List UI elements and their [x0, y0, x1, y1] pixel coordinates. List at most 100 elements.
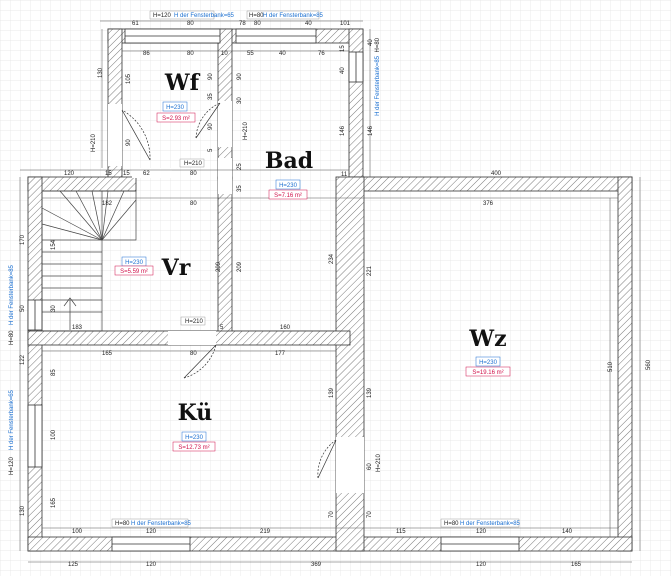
dim-label: 76 — [318, 51, 325, 57]
dim-label: 80 — [190, 351, 197, 357]
dim-label: 165 — [571, 562, 582, 568]
dim-label: 101 — [340, 21, 351, 27]
door-height-vr: H=210 — [185, 319, 204, 325]
dim-label: 130 — [98, 67, 104, 78]
room-height-vr: H=230 — [125, 260, 144, 266]
room-area-bad: S=7.16 m² — [274, 193, 302, 199]
room-area-ku: S=12.73 m² — [178, 445, 209, 451]
dim-label: 146 — [340, 125, 346, 136]
room-name-wf: Wf — [164, 70, 201, 96]
window-note-bottom-ku: H der Fensterbank=85 — [131, 521, 192, 527]
dim-label: 40 — [340, 67, 346, 74]
room-name-bad: Bad — [265, 148, 313, 174]
window-height-left-vr: H=80 — [9, 330, 15, 345]
windows — [27, 28, 520, 552]
window-height-right-bad: H=80 — [375, 37, 381, 52]
dim-label: 100 — [72, 529, 83, 535]
dim-label: 40 — [368, 39, 374, 46]
dim-label: 376 — [483, 201, 494, 207]
dim-label: 50 — [20, 305, 26, 312]
dim-label: 369 — [311, 562, 322, 568]
dim-label: 105 — [126, 73, 132, 84]
dim-label: 15 — [340, 45, 346, 52]
dim-label: 78 — [239, 21, 246, 27]
room-area-vr: S=5.59 m² — [120, 269, 148, 275]
window-note-top-left: H der Fensterbank=65 — [174, 13, 235, 19]
dim-label: 177 — [275, 351, 286, 357]
room-bad: Bad H=230 S=7.16 m² — [265, 148, 313, 200]
dim-label: 70 — [367, 511, 373, 518]
dim-label: 165 — [102, 351, 113, 357]
dim-label: 80 — [187, 21, 194, 27]
door-height-wf: H=210 — [91, 133, 97, 152]
dim-label: 125 — [68, 562, 79, 568]
dim-label: 60 — [367, 463, 373, 470]
dim-label: 61 — [132, 21, 139, 27]
dim-label: 40 — [305, 21, 312, 27]
dim-label: 40 — [279, 51, 286, 57]
dim-label: 90 — [208, 73, 214, 80]
room-area-wz: S=19.16 m² — [472, 370, 503, 376]
door-height-wz: H=210 — [376, 453, 382, 472]
window-height-bottom-ku: H=80 — [115, 521, 130, 527]
dim-label: 209 — [216, 261, 222, 272]
dim-label: 15 — [105, 171, 112, 177]
window-note-left-ku: H der Fensterbank=65 — [9, 389, 15, 450]
dim-label: 90 — [237, 73, 243, 80]
dim-label: 221 — [367, 265, 373, 276]
dim-label: 140 — [562, 529, 573, 535]
dim-label: 182 — [102, 201, 113, 207]
dim-label: 35 — [208, 93, 214, 100]
dim-label: 25 — [237, 163, 243, 170]
dim-label: 510 — [608, 361, 614, 372]
room-height-wz: H=230 — [479, 360, 498, 366]
door-height-wf2: H=210 — [184, 161, 203, 167]
dim-label: 90 — [126, 139, 132, 146]
door-swings — [121, 102, 337, 479]
dim-label: 86 — [143, 51, 150, 57]
room-height-bad: H=230 — [279, 183, 298, 189]
room-wz: Wz H=230 S=19.16 m² — [465, 326, 511, 377]
dim-label: 120 — [64, 171, 75, 177]
window-height-bottom-wz: H=80 — [444, 521, 459, 527]
dim-label: 139 — [367, 387, 373, 398]
dim-label: 122 — [20, 354, 26, 365]
dim-label: 11 — [341, 172, 348, 178]
room-name-vr: Vr — [161, 255, 191, 281]
dim-label: 560 — [646, 359, 652, 370]
dim-label: 30 — [237, 97, 243, 104]
staircase — [41, 190, 137, 332]
room-area-wf: S=2.93 m² — [162, 116, 190, 122]
room-height-ku: H=230 — [185, 435, 204, 441]
dim-label: 15 — [123, 171, 130, 177]
dimension-labels: 61 80 78 80 40 101 86 80 10 55 40 76 15 … — [20, 21, 652, 568]
dim-label: 90 — [208, 123, 214, 130]
room-name-ku: Kü — [178, 400, 213, 426]
door-notes: H=210 H=210 H=210 H=210 H=210 — [91, 121, 382, 472]
dim-label: 120 — [476, 562, 487, 568]
dimension-lines — [19, 20, 641, 563]
room-wf: Wf H=230 S=2.93 m² — [156, 70, 201, 123]
room-name-wz: Wz — [468, 326, 506, 352]
dim-label: 139 — [329, 387, 335, 398]
window-note-bottom-wz: H der Fensterbank=85 — [460, 521, 521, 527]
window-note-left-vr: H der Fensterbank=85 — [9, 264, 15, 325]
dim-label: 35 — [237, 185, 243, 192]
dim-label: 183 — [72, 325, 83, 331]
dim-label: 146 — [368, 125, 374, 136]
room-ku: Kü H=230 S=12.73 m² — [172, 400, 216, 452]
dim-label: 85 — [51, 369, 57, 376]
window-note-right-bad: H der Fensterbank=85 — [375, 55, 381, 116]
dim-label: 5 — [208, 148, 214, 152]
dim-label: 120 — [476, 529, 487, 535]
window-notes: H=120 H der Fensterbank=65 H=80 H der Fe… — [9, 10, 521, 528]
dim-label: 80 — [190, 171, 197, 177]
window-height-top-mid: H=80 — [249, 13, 264, 19]
dim-label: 130 — [20, 505, 26, 516]
dim-label: 80 — [187, 51, 194, 57]
dim-label: 70 — [329, 511, 335, 518]
door-height-bad: H=210 — [243, 121, 249, 140]
window-height-left-ku: H=120 — [9, 456, 15, 475]
dim-label: 120 — [146, 529, 157, 535]
